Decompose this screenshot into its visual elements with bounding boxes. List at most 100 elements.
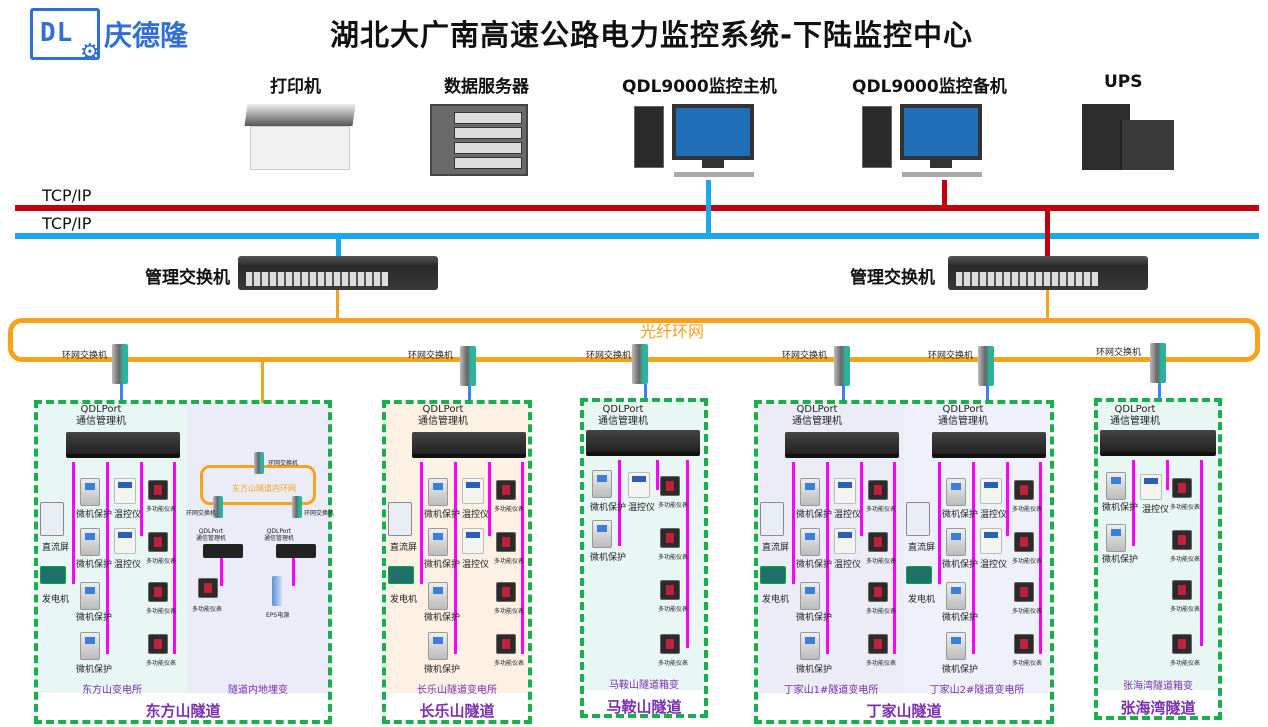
meter-label: 多功能仪表 (1012, 608, 1043, 615)
rs485-link (173, 462, 176, 654)
eps-label: EPS电源 (266, 612, 290, 619)
zone-title: 马鞍山隧道 (606, 698, 682, 716)
zone-zhanghaiwan (1094, 398, 1222, 720)
generator-label: 发电机 (390, 595, 418, 605)
generator-label: 发电机 (42, 595, 70, 605)
meter-icon (148, 634, 168, 654)
main-host-label: QDL9000监控主机 (622, 77, 777, 97)
comm-manager-1 (66, 432, 180, 458)
red-tcp-bus (15, 205, 1259, 211)
rs485-link (893, 462, 896, 654)
protection-label: 微机保护 (424, 613, 461, 623)
ring-switch-3 (632, 344, 648, 384)
protection-icon (1106, 472, 1126, 500)
mgmt-switch-1-label: 管理交换机 (145, 268, 230, 288)
ring-switch-4 (834, 346, 850, 386)
rs485-link (72, 462, 75, 584)
meter-label: 多功能仪表 (494, 506, 525, 513)
protection-icon (1106, 524, 1126, 552)
printer-label: 打印机 (270, 77, 321, 97)
ups-icon (1082, 104, 1174, 170)
rs485-link (826, 462, 829, 654)
meter-label: 多功能仪表 (146, 558, 177, 565)
zone-dingjiashan (754, 400, 1054, 724)
qdl-label-1: QDLPort (422, 404, 464, 415)
rs485-link (521, 462, 524, 654)
backup-host-icon (862, 104, 1002, 180)
red-bus-label: TCP/IP (42, 186, 92, 205)
meter-icon (868, 532, 888, 552)
switch1-ring-link (336, 290, 339, 320)
meter-icon (1172, 580, 1192, 600)
protection-icon (80, 528, 100, 556)
meter-icon (496, 634, 516, 654)
dc-label: 直流屏 (42, 543, 70, 553)
main-host-link (706, 180, 711, 208)
ring-switch-label: 环网交换机 (304, 510, 335, 517)
protection-label: 微机保护 (76, 560, 113, 570)
ring-switch-2 (460, 346, 476, 386)
ring-switch-label: 环网交换机 (1096, 348, 1142, 358)
qdl-label-2: 通信管理机 (598, 416, 648, 427)
backup-host-link (942, 180, 947, 208)
temp-controller-icon (462, 478, 484, 504)
meter-label: 多功能仪表 (1170, 606, 1201, 613)
meter-label: 多功能仪表 (866, 558, 897, 565)
zone-title: 东方山隧道 (145, 702, 221, 720)
eps-icon (272, 576, 282, 606)
protection-label: 微机保护 (424, 665, 461, 675)
protection-icon (428, 582, 448, 610)
blue-bus-label: TCP/IP (42, 214, 92, 233)
meter-label: 多功能仪表 (658, 660, 689, 667)
temp-controller-icon (114, 478, 136, 504)
protection-label: 微机保护 (590, 553, 627, 563)
protection-label: 微机保护 (942, 560, 979, 570)
comm-manager-2 (412, 432, 526, 458)
meter-label: 多功能仪表 (1170, 556, 1201, 563)
protection-label: 微机保护 (796, 613, 833, 623)
protection-label: 微机保护 (1102, 503, 1139, 513)
protection-label: 微机保护 (942, 510, 979, 520)
protection-icon (800, 528, 820, 556)
meter-label: 多功能仪表 (658, 502, 689, 509)
protection-label: 微机保护 (1102, 555, 1139, 565)
meter-label: 多功能仪表 (1012, 506, 1043, 513)
ring-switch-label: 环网交换机 (268, 460, 299, 467)
temp-controller-icon (980, 528, 1002, 554)
temp-controller-icon (834, 478, 856, 504)
printer-icon (244, 104, 356, 170)
mgmt-switch-1 (238, 256, 438, 290)
ring-switch-6 (1150, 343, 1166, 383)
protection-icon (80, 478, 100, 506)
protection-icon (428, 632, 448, 660)
sub-title: 隧道内地埋变 (228, 685, 288, 696)
meter-icon (496, 582, 516, 602)
meter-icon (148, 532, 168, 552)
rs485-link (1039, 462, 1042, 654)
ring-switch-label: 环网交换机 (186, 510, 217, 517)
meter-icon (148, 480, 168, 500)
protection-label: 微机保护 (76, 665, 113, 675)
temp-label: 温控仪 (834, 510, 862, 520)
comm-manager-4a (785, 432, 899, 458)
dc-panel-icon (760, 502, 784, 536)
qdl-label-2: 通信管理机 (792, 416, 842, 427)
rs485-link (454, 462, 457, 654)
generator-icon (760, 566, 786, 584)
meter-label: 多功能仪表 (866, 608, 897, 615)
temp-controller-icon (628, 472, 650, 498)
company-name: 庆德隆 (104, 19, 189, 52)
temp-controller-icon (114, 528, 136, 554)
mgmt-switch-2-label: 管理交换机 (850, 268, 935, 288)
protection-label: 微机保护 (796, 560, 833, 570)
meter-icon (1172, 634, 1192, 654)
inner-ring-switch (254, 452, 264, 474)
meter-icon (868, 480, 888, 500)
sub-title: 东方山变电所 (82, 685, 142, 696)
